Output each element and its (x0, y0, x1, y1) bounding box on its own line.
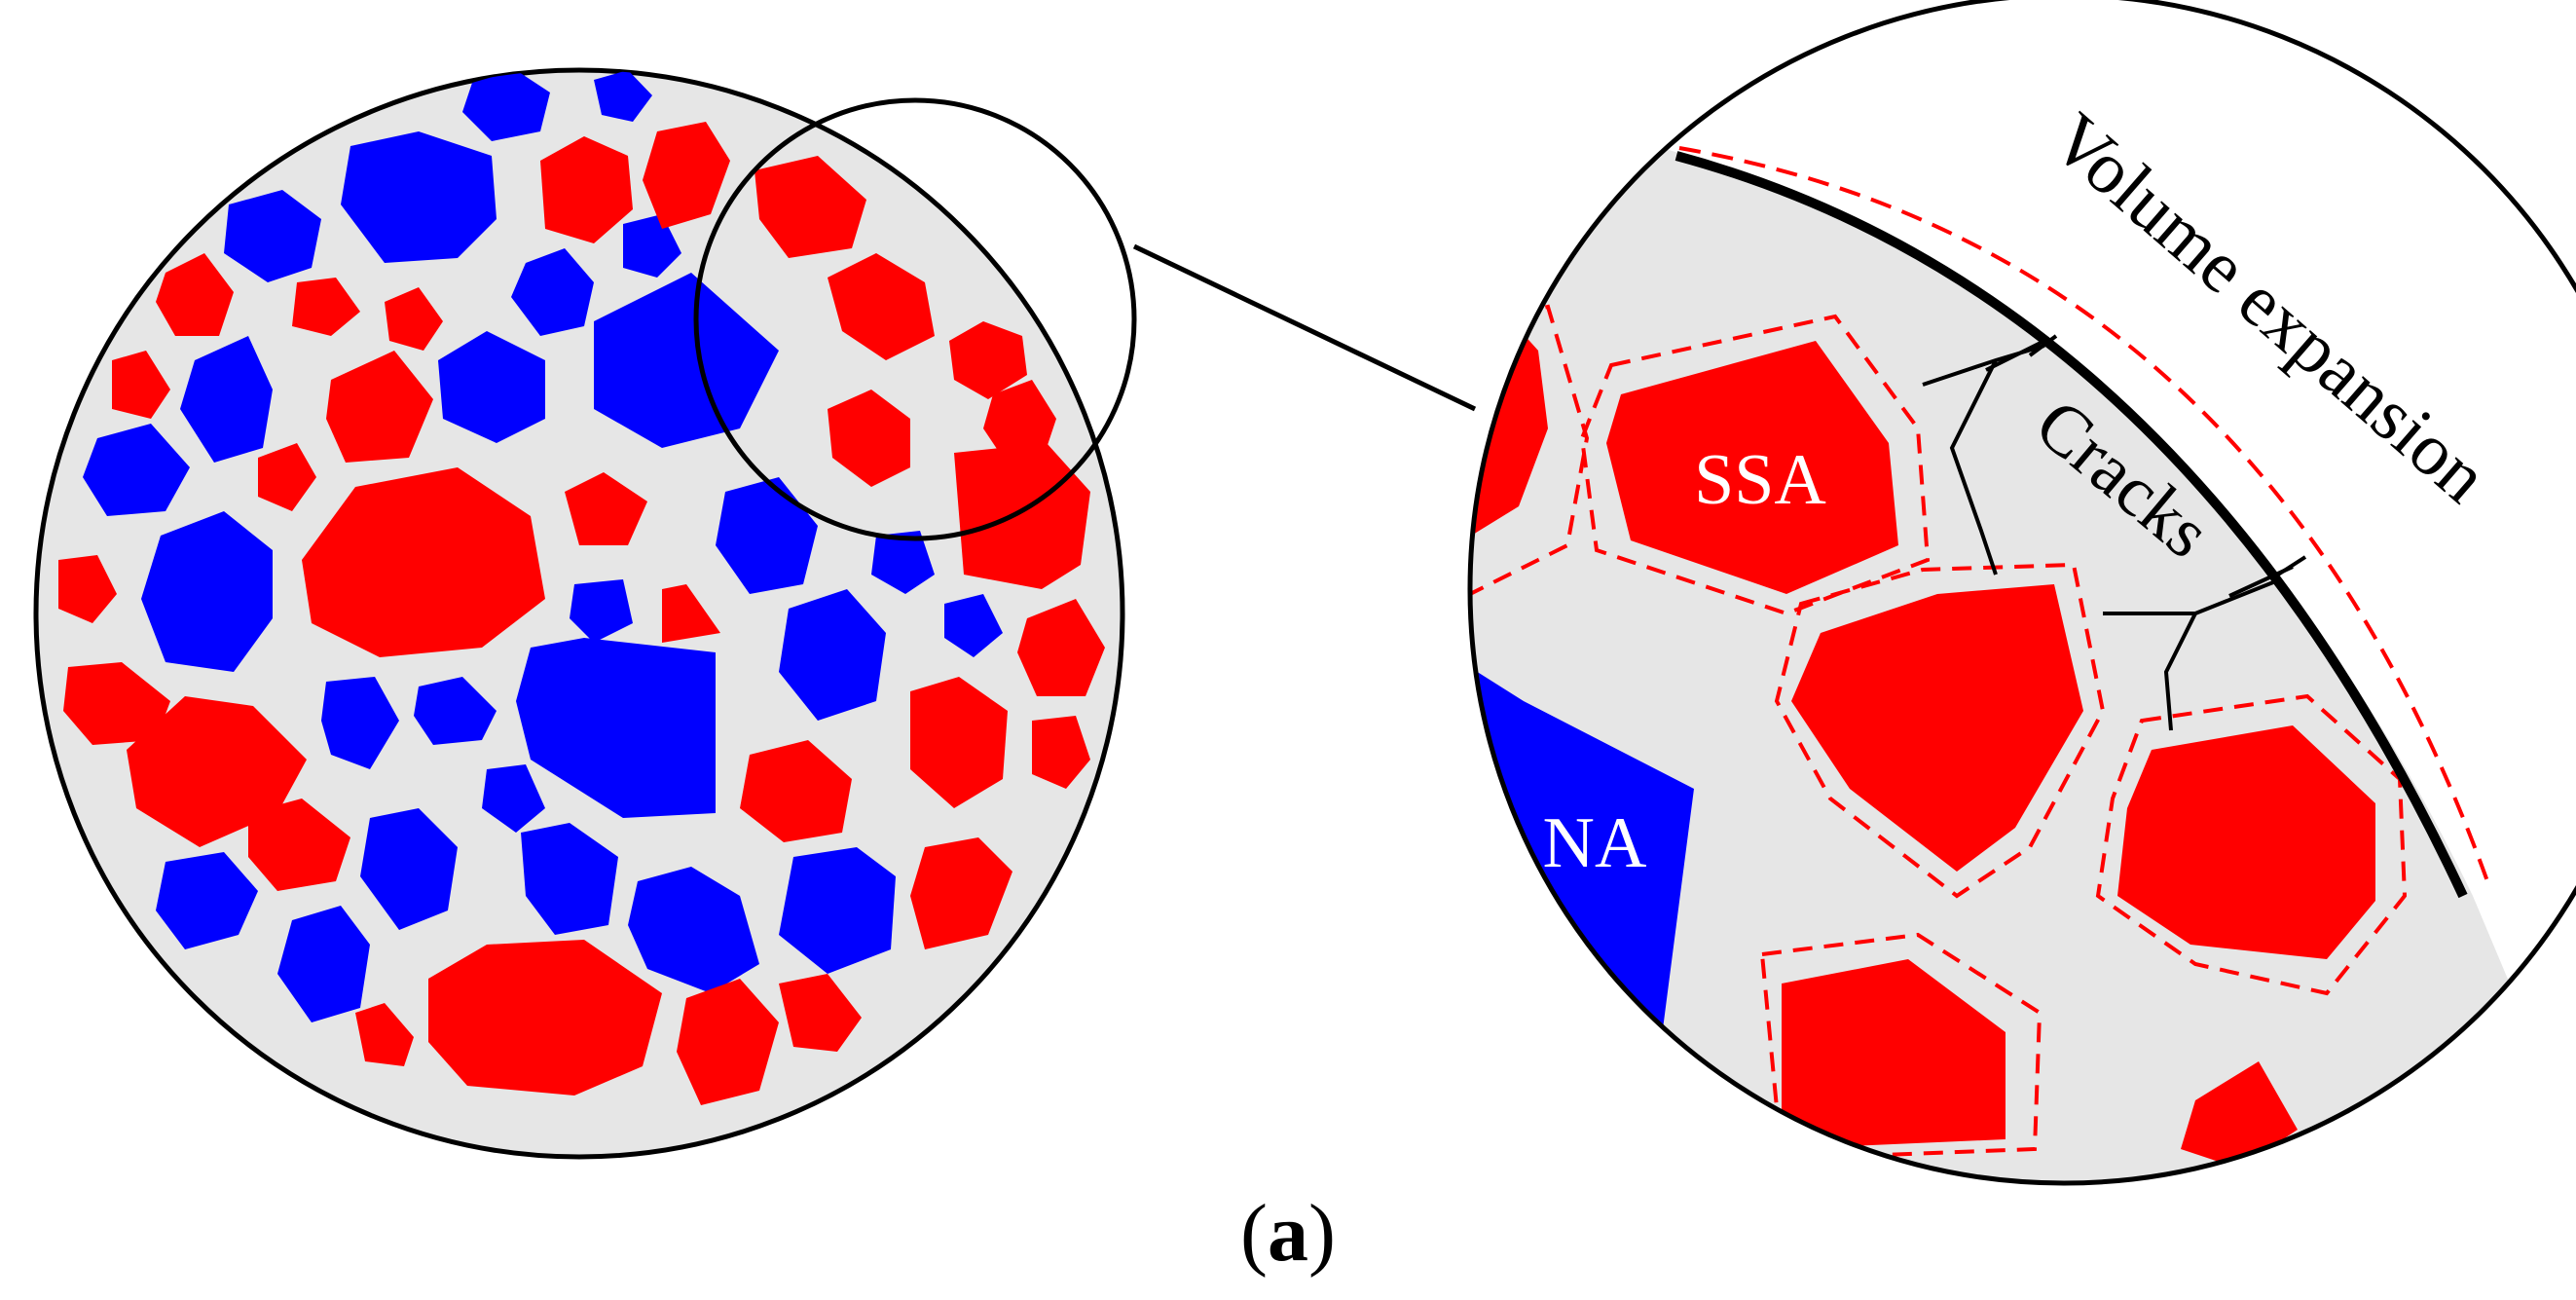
ssa-shell (1470, 304, 1590, 608)
sea-sand-aggregate (754, 156, 866, 258)
sea-sand-aggregate (258, 443, 316, 511)
ssa-particle (1791, 584, 2083, 872)
natural-aggregate (570, 579, 633, 643)
sea-sand-aggregate-closeups (1470, 302, 2408, 1169)
specimen-boundary (1674, 151, 2468, 899)
sea-sand-aggregate (983, 380, 1056, 463)
sea-sand-aggregate (156, 253, 234, 336)
sea-sand-aggregate (1017, 599, 1105, 696)
natural-aggregate (594, 273, 779, 448)
sea-sand-aggregate (248, 799, 350, 891)
natural-aggregate (623, 214, 681, 278)
natural-aggregate (462, 70, 550, 141)
natural-aggregate (628, 867, 759, 993)
ssa-particle (1606, 341, 1898, 594)
sea-sand-aggregate (662, 584, 720, 643)
label-na: NA (1543, 803, 1647, 883)
natural-aggregate (521, 823, 618, 935)
natural-aggregate (779, 589, 886, 721)
sea-sand-aggregate (302, 467, 545, 657)
sea-sand-aggregate (428, 940, 662, 1096)
natural-aggregate (224, 190, 321, 282)
sea-sand-aggregate (1032, 716, 1090, 789)
sea-sand-aggregate-particles (58, 122, 1105, 1105)
sea-sand-aggregate (385, 287, 443, 351)
caption-letter: a (1268, 1188, 1308, 1279)
natural-aggregate (180, 336, 273, 463)
ssa-particle (2181, 1061, 2298, 1169)
concrete-cross-section (33, 67, 1137, 1160)
sea-sand-aggregate (565, 472, 647, 545)
natural-aggregate (341, 131, 497, 263)
sea-sand-aggregate (326, 351, 433, 463)
natural-aggregate (944, 594, 1003, 657)
sea-sand-aggregate (355, 1003, 414, 1066)
natural-aggregate (414, 677, 497, 745)
magnified-view: SSA NA Cracks Volume expansion (1467, 0, 2576, 1186)
magnification-selector-circle (693, 97, 1137, 541)
natural-aggregate (779, 847, 896, 974)
natural-aggregate (516, 638, 716, 818)
natural-aggregate (360, 808, 458, 930)
sea-sand-aggregate (828, 390, 910, 487)
natural-aggregate (871, 531, 935, 594)
sea-sand-aggregate (112, 351, 170, 419)
natural-aggregate (277, 906, 370, 1022)
magnification-connector-line (1132, 243, 1477, 412)
sea-sand-aggregate (58, 555, 117, 623)
sea-sand-aggregate (740, 740, 852, 842)
label-ssa: SSA (1694, 440, 1826, 520)
natural-aggregate (482, 764, 545, 833)
sea-sand-aggregate (779, 974, 862, 1052)
natural-aggregate-particles (83, 70, 1003, 1022)
sea-sand-aggregate (954, 443, 1090, 589)
natural-aggregate (594, 70, 652, 122)
sea-sand-aggregate (910, 837, 1012, 949)
natural-aggregate (83, 424, 190, 516)
sea-sand-aggregate (643, 122, 730, 229)
caption-close-paren: ) (1308, 1188, 1336, 1279)
caption-open-paren: ( (1240, 1188, 1268, 1279)
sea-sand-aggregate (63, 662, 170, 745)
expanded-boundary (1678, 146, 2489, 882)
magnified-view-outline (1467, 0, 2576, 1186)
sea-sand-aggregate (949, 321, 1027, 399)
natural-aggregate (716, 477, 818, 594)
sea-sand-aggregate (910, 677, 1008, 808)
ssa-particle (2117, 725, 2375, 959)
ssa-shell (2095, 693, 2408, 996)
ssa-particle (1782, 959, 2006, 1149)
sea-sand-aggregate (677, 979, 779, 1105)
ssa-shell (1579, 314, 1931, 616)
natural-aggregate (511, 248, 594, 336)
natural-aggregate (321, 677, 399, 769)
label-pointer-lines (1985, 334, 2307, 598)
sea-sand-aggregate (828, 253, 935, 360)
natural-aggregate (438, 331, 545, 443)
figure-caption: (a) (0, 1186, 2576, 1281)
sea-sand-aggregate (540, 136, 633, 243)
natural-aggregate (141, 511, 273, 672)
sea-sand-aggregate (292, 278, 360, 336)
natural-aggregate (156, 852, 258, 949)
